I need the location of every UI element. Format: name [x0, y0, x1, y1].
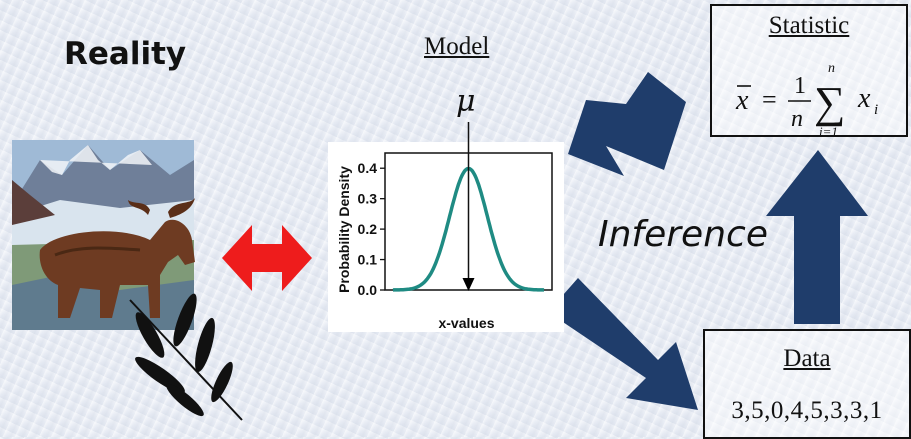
statistic-title: Statistic [768, 12, 850, 39]
y-tick-label: 0.4 [358, 160, 378, 176]
leaves-image [129, 293, 243, 421]
formula-term: x [857, 83, 871, 114]
formula-sum-upper: n [828, 61, 835, 76]
formula-equals: = [762, 85, 777, 114]
formula-denominator: n [791, 106, 803, 132]
y-tick-label: 0.2 [358, 221, 378, 237]
formula-sum-lower: i=1 [819, 124, 838, 139]
arrow-statistic-to-model [568, 72, 686, 176]
data-values: 3,5,0,4,5,3,3,1 [731, 397, 883, 424]
arrow-model-to-data [548, 278, 698, 410]
chart-panel [328, 142, 564, 332]
double-arrow-red [222, 225, 312, 291]
mu-pointer-head [462, 278, 475, 291]
y-axis-label: Probability Density [336, 166, 352, 293]
statistic-box: Statistic x = 1 n ∑ n i=1 x i [710, 4, 908, 139]
mu-symbol: μ [456, 84, 476, 119]
statistic-formula: x = 1 n ∑ n i=1 x i [735, 61, 878, 139]
data-box: Data 3,5,0,4,5,3,3,1 [703, 329, 911, 439]
reality-label: Reality [64, 36, 187, 72]
arrow-data-to-statistic [766, 150, 868, 324]
y-tick-label: 0.3 [358, 191, 378, 207]
moose-image [39, 198, 196, 318]
model-chart: 0.0 0.1 0.2 0.3 0.4 Probability Density x-valu… [336, 122, 553, 331]
formula-xbar: x [735, 85, 749, 116]
formula-numerator: 1 [794, 73, 806, 99]
model-title: Model [424, 33, 490, 60]
x-axis-label: x-values [438, 315, 494, 331]
formula-term-sub: i [874, 102, 878, 118]
data-title: Data [783, 345, 831, 372]
formula-sum: ∑ [814, 78, 845, 127]
y-tick-label: 0.0 [358, 282, 378, 298]
y-tick-label: 0.1 [358, 252, 378, 268]
inference-label: Inference [598, 214, 768, 255]
